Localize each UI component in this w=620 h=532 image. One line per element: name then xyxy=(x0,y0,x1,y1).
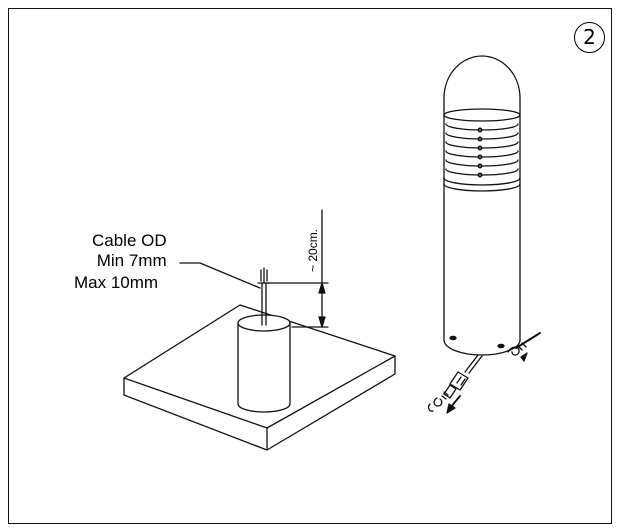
cable-max-line: Max 10mm xyxy=(74,273,159,292)
bollard-light xyxy=(443,55,521,356)
height-dimension-label: ~ 20cm. xyxy=(306,228,320,272)
cable-connector xyxy=(427,354,483,414)
cable xyxy=(257,267,271,326)
height-dimension xyxy=(267,209,329,328)
cable-min-line: Min 7mm xyxy=(96,251,167,270)
step-number-badge: 2 xyxy=(574,22,605,53)
screw-tool xyxy=(507,332,541,362)
diagram-frame xyxy=(8,8,612,524)
cable-od-label: Cable OD Min 7mm xyxy=(92,231,167,271)
cable-od-line: Cable OD xyxy=(92,231,167,250)
conduit-sleeve xyxy=(237,314,291,413)
cable-leader-line xyxy=(179,262,261,289)
